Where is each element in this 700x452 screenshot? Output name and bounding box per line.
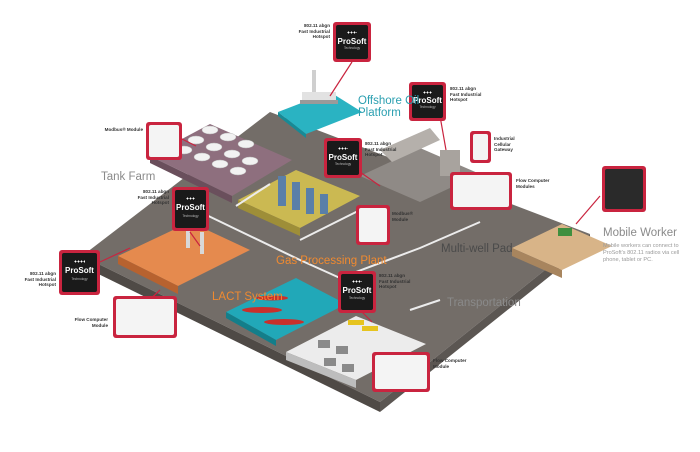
gateway-caption: Industrial Cellular Gateway bbox=[494, 136, 515, 153]
hotspot-caption-tankfarm: 802.11 abgn Fast Industrial Hotspot bbox=[137, 189, 169, 206]
prosoft-logo: ProSoft bbox=[176, 202, 205, 212]
flow-computer-callout-transport bbox=[372, 352, 430, 392]
hotspot-callout-transport: ProSoft Technology bbox=[338, 271, 376, 313]
hotspot-caption-transport: 802.11 abgn Fast Industrial Hotspot bbox=[379, 273, 411, 290]
hotspot-caption-offshore: 802.11 abgn Fast Industrial Hotspot bbox=[298, 23, 330, 40]
flow-computer-caption-transport: Flow Computer Module bbox=[433, 358, 467, 369]
offshore-label: Offshore Oil Platform bbox=[358, 95, 420, 119]
flow-computer-caption-wellhead: Flow Computer Module bbox=[74, 317, 108, 328]
prosoft-logo: ProSoft bbox=[413, 96, 442, 106]
tablet-callout bbox=[602, 166, 646, 212]
prosoft-logo: ProSoft bbox=[65, 266, 94, 276]
mobile-worker-label: Mobile Worker bbox=[603, 227, 677, 239]
callout-leaders bbox=[99, 61, 601, 323]
modbus-module-callout-gas bbox=[356, 205, 390, 245]
wellhead-zone bbox=[118, 222, 250, 294]
prosoft-tagline: Technology bbox=[71, 277, 88, 282]
hotspot-callout-gas: ProSoft Technology bbox=[324, 138, 362, 178]
prosoft-tagline: Technology bbox=[334, 162, 352, 167]
gateway-callout bbox=[470, 131, 491, 163]
multiwell-zone bbox=[360, 128, 480, 202]
prosoft-logo: ProSoft bbox=[328, 152, 358, 162]
transport-zone bbox=[286, 316, 426, 388]
hotspot-callout-multiwell: ProSoft Technology bbox=[409, 82, 446, 121]
hotspot-callout-offshore: ProSoft Technology bbox=[333, 22, 371, 62]
hotspot-callout-wellhead: ProSoft Technology bbox=[59, 250, 100, 295]
prosoft-tagline: Technology bbox=[348, 296, 366, 301]
multiwell-label: Multi-well Pad bbox=[441, 243, 513, 255]
prosoft-tagline: Technology bbox=[182, 213, 199, 218]
prosoft-logo: ProSoft bbox=[342, 286, 372, 296]
flow-computer-caption-multiwell: Flow Computer Modules bbox=[516, 178, 550, 189]
modbus-module-callout-tankfarm bbox=[146, 122, 182, 160]
prosoft-tagline: Technology bbox=[343, 46, 361, 51]
modbus-caption-tankfarm: Modbus® Module bbox=[104, 127, 143, 132]
flow-computer-callout-wellhead bbox=[113, 296, 177, 338]
mobile-worker-zone bbox=[512, 224, 612, 278]
mobile-worker-description: Mobile workers can connect to ProSoft's … bbox=[603, 243, 680, 263]
tank-farm-zone bbox=[150, 124, 292, 203]
flow-computer-callout-multiwell bbox=[450, 172, 512, 210]
prosoft-tagline: Technology bbox=[419, 105, 436, 110]
offshore-water-zone bbox=[278, 70, 362, 138]
modbus-caption-gas: Modbus® Module bbox=[392, 211, 413, 222]
lact-label: LACT System bbox=[212, 291, 283, 303]
transport-label: Transportation bbox=[447, 297, 521, 309]
gas-plant-label: Gas Processing Plant bbox=[276, 255, 387, 267]
hotspot-caption-wellhead: 802.11 abgn Fast Industrial Hotspot bbox=[24, 271, 56, 288]
hotspot-callout-tankfarm: ProSoft Technology bbox=[172, 187, 209, 231]
lact-zone bbox=[226, 278, 346, 346]
prosoft-logo: ProSoft bbox=[337, 36, 367, 46]
tank-farm-label: Tank Farm bbox=[101, 171, 156, 183]
pipelines bbox=[195, 183, 481, 311]
hotspot-caption-gas: 802.11 abgn Fast Industrial Hotspot bbox=[365, 141, 397, 158]
hotspot-caption-multiwell: 802.11 abgn Fast Industrial Hotspot bbox=[450, 86, 482, 103]
